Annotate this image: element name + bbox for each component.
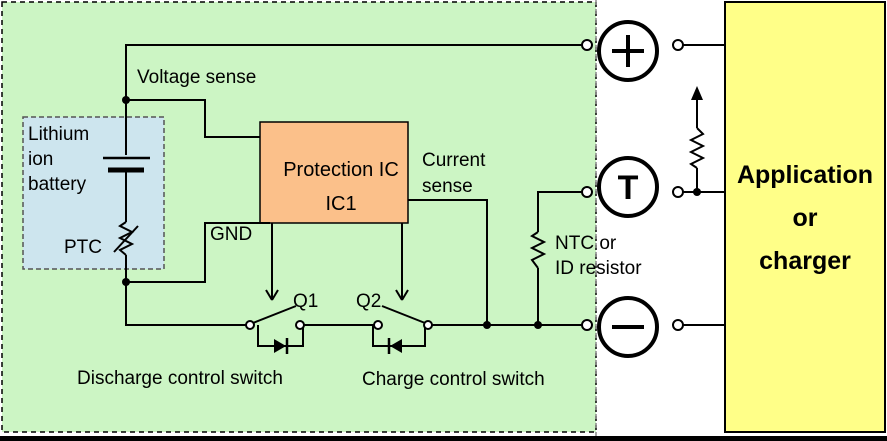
current-sense-label-line1: Current — [422, 150, 486, 171]
discharge-switch-label: Discharge control switch — [77, 368, 283, 389]
battery-label-line3: battery — [28, 174, 87, 195]
charge-switch-label: Charge control switch — [362, 369, 545, 390]
q1-label: Q1 — [293, 291, 318, 312]
application-or-label: or — [793, 204, 818, 232]
protection-ic-id: IC1 — [325, 193, 356, 215]
battery-block — [22, 116, 165, 270]
application-label: Application — [737, 161, 873, 189]
ptc-thermistor — [113, 221, 139, 256]
current-sense-label-line2: sense — [422, 176, 473, 197]
supply-arrow-icon — [691, 86, 703, 100]
q1-switch — [245, 289, 305, 354]
application-block — [724, 1, 886, 433]
ntc-resistor — [529, 231, 547, 269]
protection-ic — [259, 121, 409, 224]
gnd-label: GND — [210, 224, 252, 245]
terminal-temperature-label: T — [618, 169, 639, 207]
battery-cell-symbol — [103, 156, 150, 173]
junction-dots — [122, 96, 701, 329]
battery-label-line2: ion — [28, 149, 53, 170]
charger-label: charger — [759, 247, 851, 275]
ntc-label-line2: ID resistor — [555, 258, 642, 279]
q2-label: Q2 — [356, 291, 381, 312]
ptc-label: PTC — [64, 237, 102, 258]
terminal-contacts — [581, 39, 684, 331]
ntc-label-line1: NTC or — [555, 233, 617, 254]
terminal-minus — [597, 296, 659, 358]
protection-ic-name: Protection IC — [283, 159, 399, 181]
terminal-temperature: T — [597, 156, 659, 218]
q2-switch — [373, 289, 433, 354]
voltage-sense-label: Voltage sense — [137, 67, 256, 88]
pullup-resistor — [688, 127, 706, 169]
battery-label-line1: Lithium — [28, 124, 89, 145]
terminal-plus — [597, 20, 659, 82]
